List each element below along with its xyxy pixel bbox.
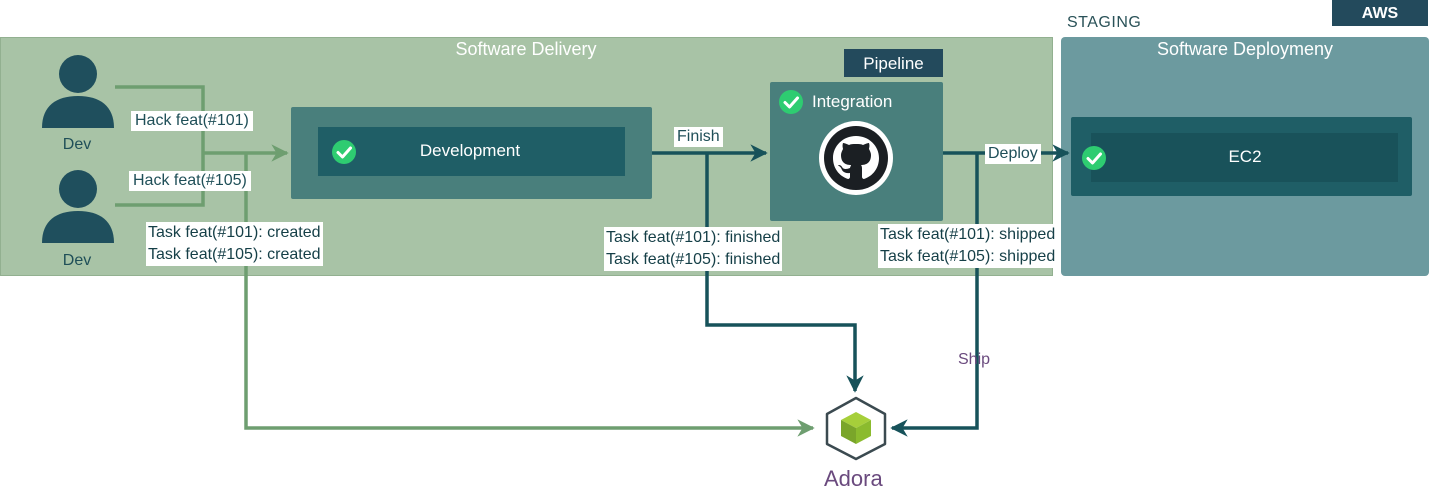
created-note-105: Task feat(#105): created (146, 244, 323, 266)
shipped-note-105: Task feat(#105): shipped (878, 246, 1058, 268)
ship-to-adora-arrow (890, 153, 979, 437)
check-circle-icon (779, 90, 803, 114)
aws-tag: AWS (1332, 0, 1428, 26)
development-inner (318, 127, 625, 176)
ship-label: Ship (958, 351, 991, 368)
dev-label-1: Dev (62, 136, 92, 153)
check-circle-icon (332, 140, 356, 164)
hack-label-105: Hack feat(#105) (129, 171, 251, 191)
check-circle-icon (1082, 146, 1106, 170)
integration-label: Integration (812, 92, 893, 111)
created-note-101: Task feat(#101): created (146, 222, 323, 244)
dev2-wire (115, 153, 205, 207)
person-icon (42, 170, 114, 243)
finish-label: Finish (674, 127, 723, 147)
shipped-note-101: Task feat(#101): shipped (878, 224, 1058, 246)
cube-icon (825, 396, 887, 461)
person-icon (42, 55, 114, 128)
pipeline-tag: Pipeline (844, 49, 943, 77)
finished-note-101: Task feat(#101): finished (604, 227, 783, 249)
finished-note-105: Task feat(#105): finished (604, 249, 783, 271)
dev1-wire (115, 85, 205, 153)
software-delivery-title: Software Delivery (455, 39, 597, 59)
hack-label-101: Hack feat(#101) (131, 111, 253, 131)
software-deployment-title: Software Deploymeny (1156, 39, 1334, 59)
adora-label: Adora (824, 466, 883, 491)
ec2-label: EC2 (1228, 147, 1262, 166)
development-label: Development (419, 141, 521, 160)
staging-label: STAGING (1067, 14, 1142, 31)
deploy-label: Deploy (985, 144, 1041, 164)
ec2-inner (1091, 133, 1398, 182)
created-to-adora-arrow (244, 153, 815, 437)
github-icon (819, 121, 893, 195)
dev-label-2: Dev (62, 252, 92, 269)
